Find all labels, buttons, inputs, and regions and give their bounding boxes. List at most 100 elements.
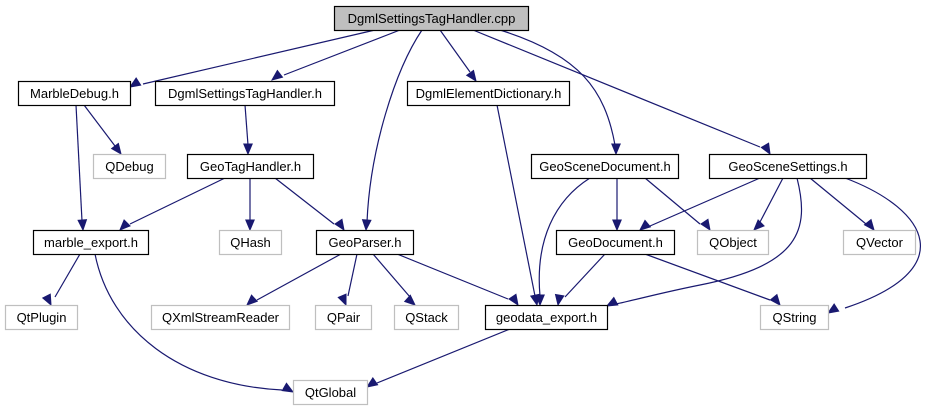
node-box[interactable] [406,80,571,107]
edge-line [809,177,867,225]
edge-geotaghandler-to-qhash [245,178,255,232]
node-box [92,153,167,180]
arrowhead-icon [403,294,416,306]
node-qpair: QPair [314,304,373,331]
node-geodocument[interactable]: GeoDocument.h [555,229,676,256]
arrowhead-icon [41,293,52,307]
arrowhead-icon [128,77,142,88]
edge-cpp-to-marbledebug [128,29,376,88]
node-label: GeoSceneSettings.h [728,159,847,174]
node-box[interactable] [708,153,868,180]
node-label: QStack [405,310,448,325]
node-box[interactable] [333,5,530,32]
node-geoscenesettings[interactable]: GeoSceneSettings.h [708,153,868,180]
node-label: MarbleDebug.h [30,86,119,101]
node-marble_export[interactable]: marble_export.h [32,229,150,256]
edge-dgmlsettingstaghandler_h-to-geotaghandler [243,104,253,156]
node-box[interactable] [484,304,609,331]
node-label: QtPlugin [17,310,67,325]
arrowhead-icon [535,294,545,307]
node-box[interactable] [555,229,676,256]
arrowhead-icon [365,376,379,388]
node-geotaghandler[interactable]: GeoTagHandler.h [186,153,315,180]
edge-geodocument-to-qstring [644,253,781,306]
node-label: GeoParser.h [329,235,402,250]
edge-geoparser-to-qxmlstreamreader [246,253,342,306]
edge-marbledebug-to-marble_export [75,104,88,232]
node-box [842,229,917,256]
edge-line [142,29,376,85]
arrowhead-icon [110,142,122,156]
edge-geoparser-to-qpair [337,253,358,307]
node-box[interactable] [32,229,150,256]
arrowhead-icon [826,303,840,314]
edge-geodata_export-to-qtglobal [365,328,511,388]
arrowhead-icon [639,219,652,231]
node-label: DgmlElementDictionary.h [416,86,562,101]
edge-geoscenedocument-to-geodocument [612,178,622,232]
edge-line [83,104,116,147]
edge-line [256,253,342,301]
arrowhead-icon [334,218,345,232]
arrowhead-icon [611,143,621,156]
edge-line [244,104,249,146]
edge-line [75,104,83,222]
node-label: QPair [327,310,361,325]
arrowhead-icon [77,219,88,232]
node-cpp[interactable]: DgmlSettingsTagHandler.cpp [333,5,530,32]
edge-geoscenesettings-to-qobject [753,177,784,231]
edge-line [496,104,536,297]
edge-line [376,328,511,384]
edge-dgmlelementdictionary-to-geodata_export [496,104,540,307]
edge-geoparser-to-qstack [372,253,416,306]
arrowhead-icon [605,296,619,307]
node-geoparser[interactable]: GeoParser.h [315,229,415,256]
edge-marble_export-to-qtplugin [41,253,81,307]
node-qvector: QVector [842,229,917,256]
node-geodata_export[interactable]: geodata_export.h [484,304,609,331]
node-box[interactable] [154,80,336,107]
node-label: geodata_export.h [496,310,597,325]
node-label: QVector [856,235,904,250]
node-box [218,229,283,256]
edge-geoparser-to-geodata_export [396,253,519,307]
edge-geodocument-to-geodata_export [554,253,606,307]
node-label: DgmlSettingsTagHandler.cpp [348,11,516,26]
node-label: QDebug [105,159,153,174]
node-box[interactable] [186,153,315,180]
node-dgmlelementdictionary[interactable]: DgmlElementDictionary.h [406,80,571,107]
node-label: QtGlobal [305,385,356,400]
node-box[interactable] [17,80,132,107]
arrowhead-icon [700,218,711,232]
arrowhead-icon [508,293,519,307]
node-label: marble_export.h [44,235,138,250]
node-label: QHash [230,235,270,250]
node-box[interactable] [315,229,415,256]
edges-layer [41,29,921,393]
edge-line [564,253,606,298]
edge-line [283,29,401,76]
edge-line [347,253,358,297]
edge-line [649,177,761,227]
edge-cpp-to-dgmlelementdictionary [439,29,477,83]
edge-line [644,253,771,301]
edge-line [644,177,701,225]
edge-marble_export-to-qtglobal [94,253,295,393]
node-box[interactable] [530,153,680,180]
edge-cpp-to-dgmlsettingstaghandler_h [270,29,401,81]
node-box [759,304,830,331]
edge-line [439,29,471,73]
arrowhead-icon [119,219,131,231]
node-box [150,304,291,331]
node-qtglobal: QtGlobal [292,379,369,406]
edge-line [54,253,81,298]
node-marbledebug[interactable]: MarbleDebug.h [17,80,132,107]
node-qhash: QHash [218,229,283,256]
node-geoscenedocument[interactable]: GeoSceneDocument.h [530,153,680,180]
node-label: GeoTagHandler.h [200,159,301,174]
arrowhead-icon [753,219,765,231]
node-box [4,304,79,331]
node-dgmlsettingstaghandler_h[interactable]: DgmlSettingsTagHandler.h [154,80,336,107]
